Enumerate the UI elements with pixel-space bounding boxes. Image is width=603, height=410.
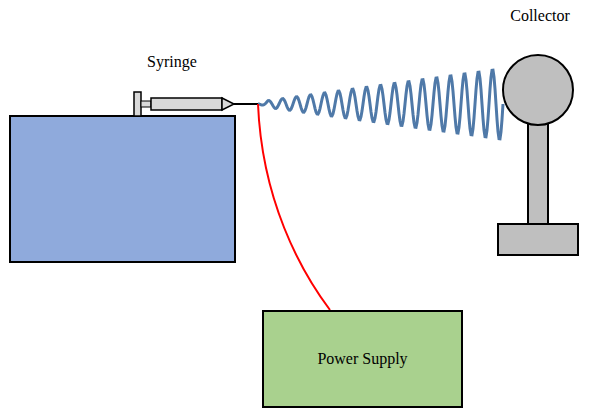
syringe-pump [10,116,235,262]
plunger-rod [141,101,151,107]
syringe-label: Syringe [147,52,197,71]
polymer-jet [258,70,503,138]
collector-post [528,124,548,224]
collector-drum [503,55,573,125]
collector-label: Collector [510,6,570,25]
node-text: Power Supply [317,349,407,368]
high-voltage-wire [258,104,330,310]
collector-base [498,224,578,255]
syringe-tip [222,98,234,110]
plunger-flange [134,92,141,116]
needle [234,103,258,105]
power-supply-box: Power Supply [262,310,463,408]
syringe-barrel [151,98,222,110]
